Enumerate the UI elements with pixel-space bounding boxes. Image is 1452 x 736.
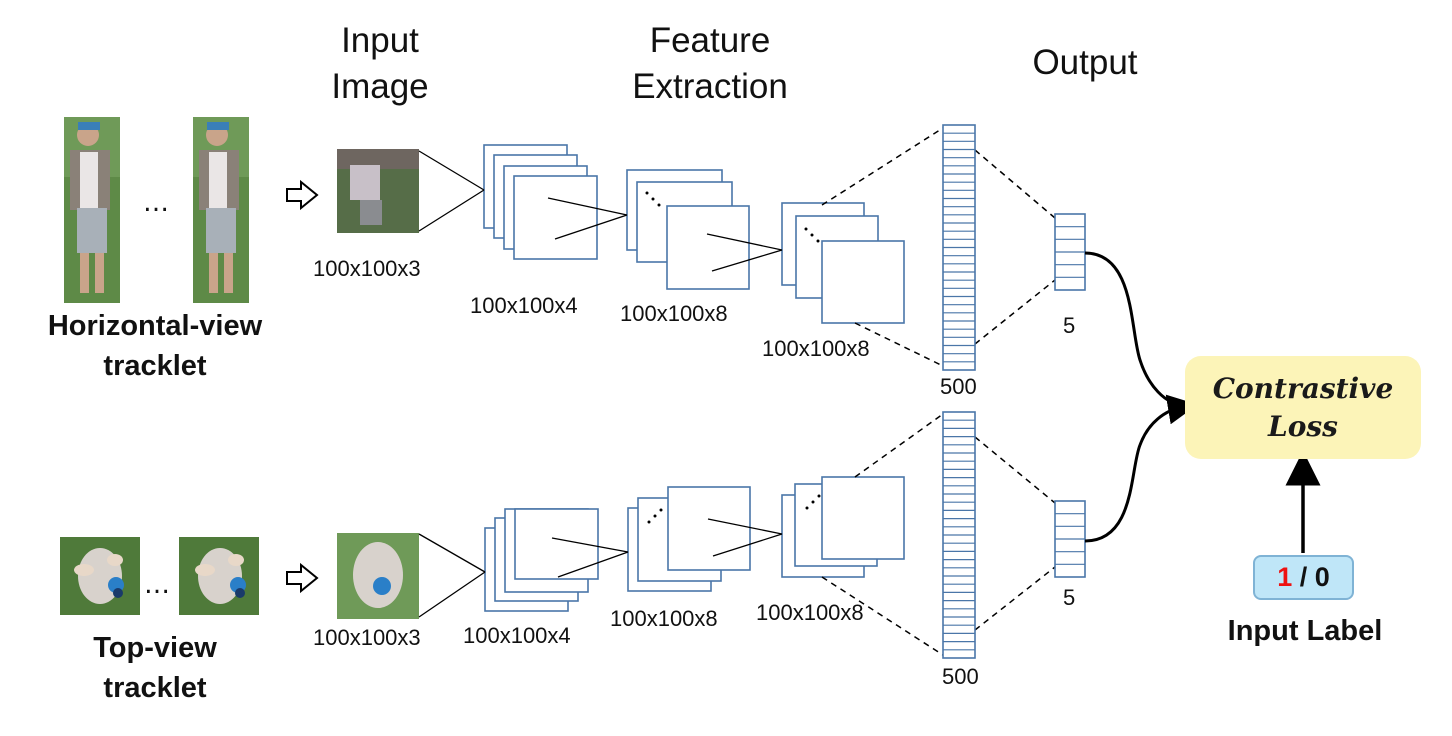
- top-tracklet-frame-1: [60, 537, 140, 615]
- top-layer2-dim: 100x100x8: [610, 606, 718, 631]
- label-separator: /: [1292, 562, 1315, 592]
- horizontal-fc-vector: [942, 124, 976, 371]
- label-negative-value: 0: [1314, 562, 1330, 592]
- top-conv-layer-2: [627, 486, 751, 592]
- header-feature-extraction: Feature Extraction: [632, 21, 788, 106]
- top-receptive-lines: [418, 518, 783, 618]
- top-output-vector: [1054, 500, 1086, 578]
- horizontal-layer3-dim: 100x100x8: [762, 336, 870, 361]
- loss-title-line-2: Loss: [1268, 410, 1338, 443]
- input-label-title: Input Label: [1227, 615, 1383, 647]
- horizontal-tracklet-ellipsis: …: [143, 188, 169, 218]
- horizontal-stack-ellipsis: [645, 191, 820, 243]
- horizontal-input-image: [337, 149, 419, 233]
- top-layer3-dim: 100x100x8: [756, 600, 864, 625]
- horizontal-layer1-dim: 100x100x4: [470, 293, 578, 318]
- horizontal-output-vector: [1054, 213, 1086, 291]
- horizontal-tracklet-frame-1: [64, 117, 120, 303]
- top-input-image: [337, 533, 419, 619]
- horizontal-tracklet-frame-2: [193, 117, 249, 303]
- horizontal-tracklet-label: Horizontal-view tracklet: [47, 310, 263, 382]
- loss-title-line-1: Contrastive: [1212, 372, 1394, 405]
- top-conv-layer-1: [484, 508, 599, 612]
- horizontal-fc-dim: 500: [940, 374, 977, 399]
- top-tracklet-ellipsis: …: [144, 570, 170, 600]
- top-conv-layer-3: [781, 476, 905, 578]
- top-stack-ellipsis: [647, 494, 821, 524]
- input-label-box: 1 / 0: [1253, 555, 1354, 600]
- top-input-dim: 100x100x3: [313, 625, 421, 650]
- label-positive-value: 1: [1277, 562, 1293, 592]
- header-input-image: Input Image: [331, 21, 429, 106]
- top-fc-dim: 500: [942, 664, 979, 689]
- contrastive-loss-box: Contrastive Loss: [1185, 356, 1421, 459]
- horizontal-layer2-dim: 100x100x8: [620, 301, 728, 326]
- top-fc-vector: [942, 411, 976, 659]
- horizontal-receptive-lines: [418, 150, 783, 272]
- horizontal-conv-layer-2: [626, 169, 750, 290]
- top-input-arrow-icon: [286, 562, 319, 594]
- horizontal-conv-layer-1: [483, 144, 598, 260]
- top-layer1-dim: 100x100x4: [463, 623, 571, 648]
- top-out-dim: 5: [1063, 585, 1076, 610]
- horizontal-input-arrow-icon: [286, 179, 319, 211]
- top-dashed-lines: [821, 413, 1056, 656]
- horizontal-input-dim: 100x100x3: [313, 256, 421, 281]
- top-to-loss-curve: [1084, 394, 1198, 543]
- horizontal-dashed-lines: [821, 127, 1056, 367]
- horizontal-out-dim: 5: [1063, 313, 1076, 338]
- top-tracklet-label: Top-view tracklet: [93, 632, 217, 704]
- horizontal-conv-layer-3: [781, 202, 905, 324]
- horizontal-to-loss-curve: [1084, 251, 1186, 407]
- header-output: Output: [1032, 43, 1138, 82]
- top-tracklet-frame-2: [179, 537, 259, 615]
